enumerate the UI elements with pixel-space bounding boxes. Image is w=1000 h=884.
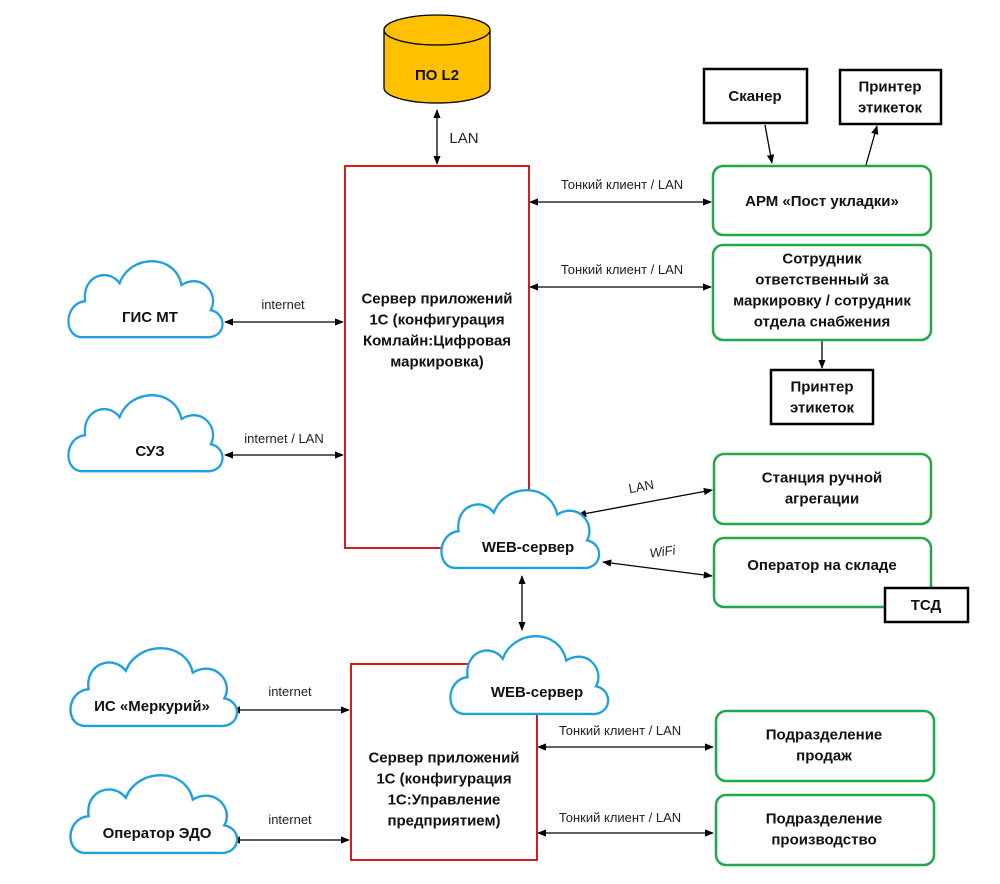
- edge-label-thin-arm: Тонкий клиент / LAN: [561, 177, 683, 192]
- operator-box: [712, 536, 933, 609]
- server1-box: [344, 165, 530, 549]
- edge-web1-operator: [602, 559, 713, 579]
- label-line: Станция ручной: [762, 470, 882, 487]
- label-line: агрегации: [785, 491, 859, 508]
- printer2-label: Принтер этикеток: [790, 379, 855, 417]
- label-line: этикеток: [790, 400, 855, 417]
- printer2-box: [769, 368, 875, 426]
- suz-label: СУЗ: [135, 443, 164, 460]
- label-line: ТСД: [911, 597, 942, 614]
- edge-label-gis: internet: [261, 297, 305, 312]
- mercury-label: ИС «Меркурий»: [94, 698, 210, 715]
- label-line: Сканер: [728, 88, 781, 105]
- station-box: [712, 452, 933, 526]
- black-boxes: [702, 67, 970, 624]
- production-label: Подразделение производство: [766, 811, 883, 849]
- label-line: маркировка): [390, 354, 484, 371]
- station-label: Станция ручной агрегации: [762, 470, 882, 508]
- edge-web1-station: [577, 487, 713, 518]
- edges: [224, 109, 879, 844]
- tsd-label: ТСД: [911, 597, 942, 614]
- label-line: ответственный за: [755, 272, 889, 289]
- arm-box: [711, 164, 933, 237]
- edge-label-suz: internet / LAN: [244, 431, 324, 446]
- label-line: Подразделение: [766, 811, 883, 828]
- edge-label-edo: internet: [268, 812, 312, 827]
- edge-scanner-arm: [764, 124, 775, 164]
- edge-label-station-lan: LAN: [627, 477, 655, 496]
- edge-label-thin-emp: Тонкий клиент / LAN: [561, 262, 683, 277]
- edge-arm-printer: [865, 125, 879, 166]
- db-po-l2: ПО L2: [383, 14, 491, 104]
- edge-label-wifi: WiFi: [649, 542, 678, 561]
- edge-label-thin-sales: Тонкий клиент / LAN: [559, 723, 681, 738]
- printer1-label: Принтер этикеток: [858, 79, 923, 117]
- edge-label-mercury: internet: [268, 684, 312, 699]
- scanner-label: Сканер: [728, 88, 781, 105]
- edo-label: Оператор ЭДО: [103, 825, 212, 842]
- tsd-box: [883, 586, 970, 624]
- employee-box: [711, 243, 933, 342]
- web1-label: WEB-сервер: [482, 539, 574, 556]
- label-line: отдела снабжения: [754, 314, 890, 331]
- label-line: Сервер приложений: [361, 291, 512, 308]
- label-line: производство: [771, 832, 876, 849]
- server2-label: Сервер приложений 1С (конфигурация 1С:Упра…: [368, 750, 519, 830]
- edge-label-db-lan: LAN: [449, 130, 478, 147]
- cloud-web2: [449, 635, 610, 716]
- green-boxes: [711, 164, 936, 867]
- sales-label: Подразделение продаж: [766, 727, 883, 765]
- db-label: ПО L2: [415, 67, 459, 84]
- sales-box: [714, 709, 936, 783]
- web2-label: WEB-сервер: [491, 684, 583, 701]
- label-line: 1С (конфигурация: [369, 312, 504, 329]
- label-line: Сотрудник: [782, 251, 862, 268]
- label-line: 1С (конфигурация: [376, 771, 511, 788]
- gis-mt-label: ГИС МТ: [122, 309, 178, 326]
- label-line: Принтер: [858, 79, 921, 96]
- employee-label: Сотрудник ответственный за маркировку / со…: [733, 251, 911, 331]
- label-line: продаж: [796, 748, 852, 765]
- scanner-box: [702, 67, 809, 125]
- label-line: АРМ «Пост укладки»: [745, 193, 899, 210]
- label-line: Сервер приложений: [368, 750, 519, 767]
- label-line: маркировку / сотрудник: [733, 293, 911, 310]
- label-line: 1С:Управление: [388, 792, 501, 809]
- printer1-box: [838, 68, 943, 126]
- arm-label: АРМ «Пост укладки»: [745, 193, 899, 210]
- label-line: Принтер: [790, 379, 853, 396]
- label-line: Подразделение: [766, 727, 883, 744]
- production-box: [714, 793, 936, 867]
- label-line: предприятием): [387, 813, 500, 830]
- label-line: Комлайн:Цифровая: [363, 333, 511, 350]
- operator-label: Оператор на складе: [747, 557, 897, 574]
- edge-label-thin-prod: Тонкий клиент / LAN: [559, 810, 681, 825]
- label-line: этикеток: [858, 100, 923, 117]
- label-line: Оператор на складе: [747, 557, 897, 574]
